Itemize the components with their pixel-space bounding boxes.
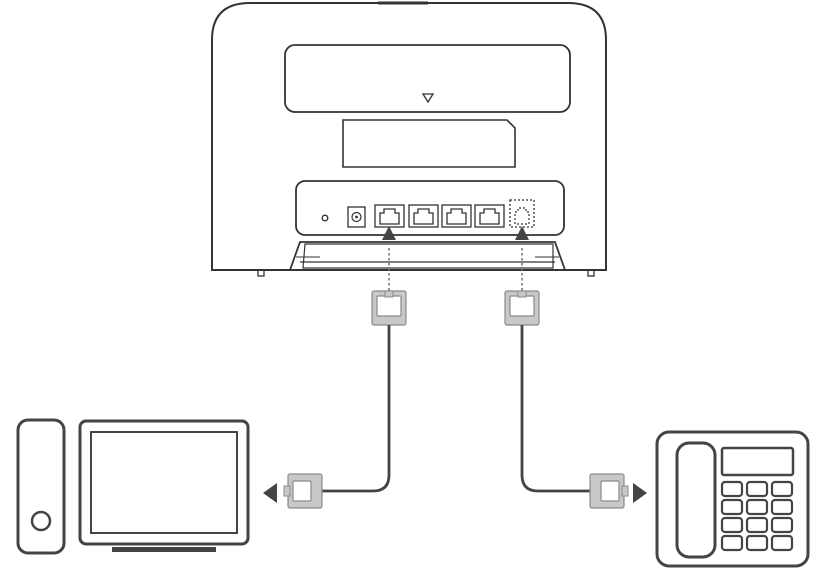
ethernet-plug-icon bbox=[371, 290, 407, 326]
router-display-panel bbox=[284, 44, 571, 113]
router-foot-left bbox=[257, 269, 265, 277]
keyboard bbox=[112, 547, 216, 552]
phone-plug-icon bbox=[589, 473, 629, 509]
desktop-computer-icon bbox=[16, 418, 250, 555]
router-port-panel bbox=[295, 180, 565, 236]
reset-hole-icon bbox=[321, 214, 329, 222]
ethernet-plug-icon bbox=[283, 473, 323, 509]
arrow-left-icon bbox=[263, 483, 277, 503]
router bbox=[211, 1, 607, 277]
phone-cable bbox=[520, 325, 590, 493]
triangle-down-icon bbox=[421, 93, 435, 104]
ethernet-cable bbox=[322, 325, 391, 493]
pc-tower bbox=[16, 418, 66, 555]
monitor-screen bbox=[90, 431, 238, 534]
tel-connection-guide bbox=[515, 226, 529, 298]
ethernet-port-icon bbox=[408, 204, 439, 228]
ethernet-port-icon bbox=[441, 204, 472, 228]
phone-keypad bbox=[720, 480, 794, 552]
phone-plug-icon bbox=[504, 290, 540, 326]
arrow-up-icon bbox=[515, 226, 529, 240]
router-label-area bbox=[342, 119, 516, 168]
phone-handset bbox=[675, 441, 717, 559]
ethernet-port-icon bbox=[474, 204, 505, 228]
phone-display bbox=[720, 446, 795, 477]
lan-connection-guide bbox=[382, 226, 396, 298]
router-foot-right bbox=[587, 269, 595, 277]
arrow-up-icon bbox=[382, 226, 396, 240]
arrow-right-icon bbox=[633, 483, 647, 503]
router-stand bbox=[289, 241, 566, 271]
phone-port-icon bbox=[509, 199, 535, 228]
dc-power-icon bbox=[347, 206, 366, 228]
power-button-icon bbox=[30, 510, 52, 532]
telephone-icon bbox=[655, 430, 810, 568]
